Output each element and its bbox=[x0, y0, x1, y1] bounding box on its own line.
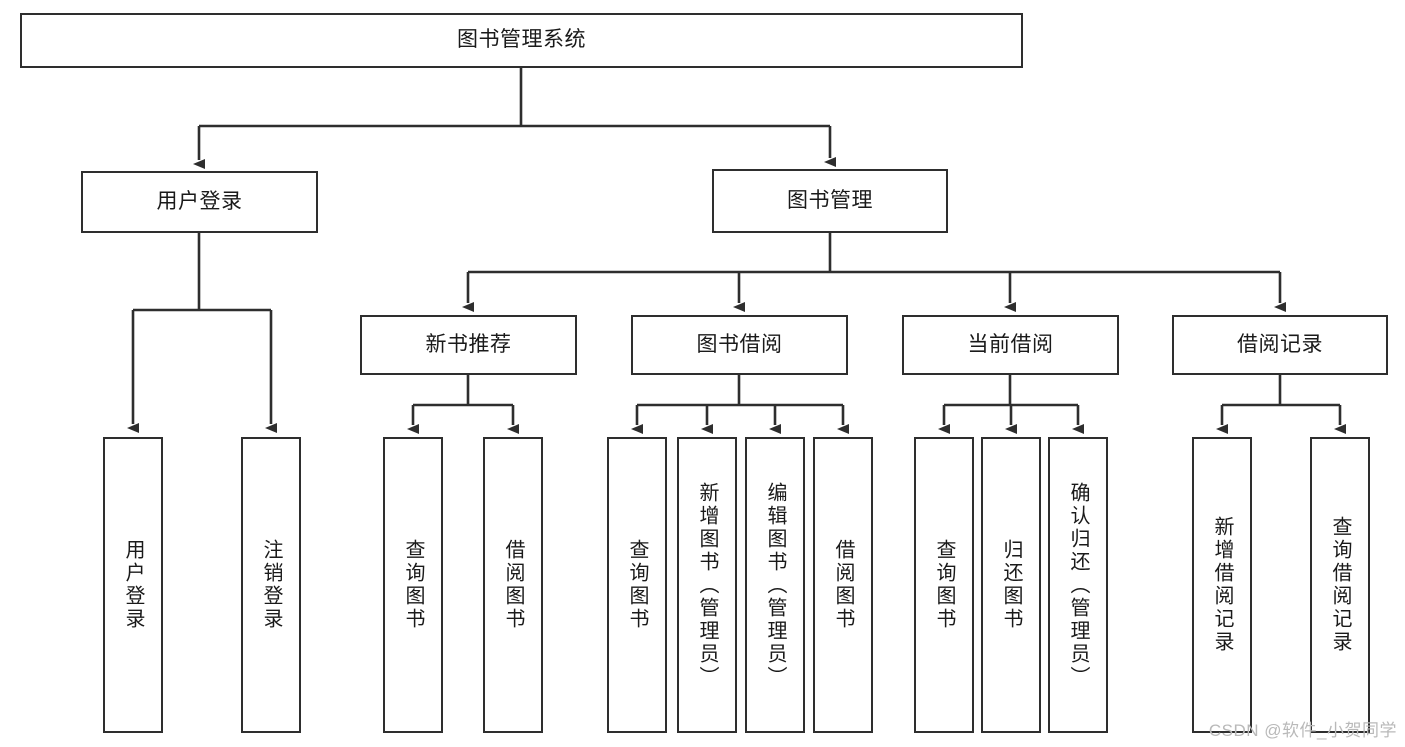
leaf-borrow-record-add[interactable]: 新增借阅记录 bbox=[1192, 437, 1252, 733]
leaf-current-borrow-query-label: 查询图书 bbox=[933, 539, 955, 631]
leaf-borrow-record-add-label: 新增借阅记录 bbox=[1211, 516, 1233, 654]
leaf-book-borrow-borrow-label: 借阅图书 bbox=[832, 539, 854, 631]
leaf-book-borrow-add-label: 新增图书（管理员） bbox=[696, 481, 718, 689]
node-user-login[interactable]: 用户登录 bbox=[81, 171, 318, 233]
leaf-new-book-borrow-label: 借阅图书 bbox=[502, 539, 524, 631]
node-root[interactable]: 图书管理系统 bbox=[20, 13, 1023, 68]
node-book-management[interactable]: 图书管理 bbox=[712, 169, 948, 233]
leaf-current-borrow-confirm[interactable]: 确认归还（管理员） bbox=[1048, 437, 1108, 733]
leaf-book-borrow-edit[interactable]: 编辑图书（管理员） bbox=[745, 437, 805, 733]
leaf-new-book-query[interactable]: 查询图书 bbox=[383, 437, 443, 733]
leaf-book-borrow-borrow[interactable]: 借阅图书 bbox=[813, 437, 873, 733]
leaf-current-borrow-confirm-label: 确认归还（管理员） bbox=[1067, 481, 1089, 689]
node-new-book-recommend[interactable]: 新书推荐 bbox=[360, 315, 577, 375]
node-book-management-label: 图书管理 bbox=[787, 188, 873, 212]
leaf-current-borrow-query[interactable]: 查询图书 bbox=[914, 437, 974, 733]
node-current-borrow-label: 当前借阅 bbox=[967, 332, 1054, 356]
leaf-user-login-signin[interactable]: 用户登录 bbox=[103, 437, 163, 733]
node-book-borrow-label: 图书借阅 bbox=[696, 332, 783, 356]
leaf-book-borrow-add[interactable]: 新增图书（管理员） bbox=[677, 437, 737, 733]
node-user-login-label: 用户登录 bbox=[156, 189, 243, 213]
leaf-user-login-signout-label: 注销登录 bbox=[260, 539, 282, 631]
node-new-book-recommend-label: 新书推荐 bbox=[425, 332, 512, 356]
leaf-new-book-query-label: 查询图书 bbox=[402, 539, 424, 631]
leaf-current-borrow-return[interactable]: 归还图书 bbox=[981, 437, 1041, 733]
csdn-watermark: CSDN @软件_小贺同学 bbox=[1208, 721, 1397, 740]
node-borrow-record[interactable]: 借阅记录 bbox=[1172, 315, 1388, 375]
leaf-book-borrow-query[interactable]: 查询图书 bbox=[607, 437, 667, 733]
leaf-user-login-signout[interactable]: 注销登录 bbox=[241, 437, 301, 733]
leaf-borrow-record-query[interactable]: 查询借阅记录 bbox=[1310, 437, 1370, 733]
leaf-current-borrow-return-label: 归还图书 bbox=[1000, 539, 1022, 631]
leaf-new-book-borrow[interactable]: 借阅图书 bbox=[483, 437, 543, 733]
node-root-label: 图书管理系统 bbox=[457, 28, 586, 52]
leaf-book-borrow-edit-label: 编辑图书（管理员） bbox=[764, 481, 786, 689]
leaf-borrow-record-query-label: 查询借阅记录 bbox=[1329, 516, 1351, 654]
node-book-borrow[interactable]: 图书借阅 bbox=[631, 315, 848, 375]
node-current-borrow[interactable]: 当前借阅 bbox=[902, 315, 1119, 375]
leaf-book-borrow-query-label: 查询图书 bbox=[626, 539, 648, 631]
node-borrow-record-label: 借阅记录 bbox=[1237, 332, 1323, 356]
leaf-user-login-signin-label: 用户登录 bbox=[122, 539, 144, 631]
